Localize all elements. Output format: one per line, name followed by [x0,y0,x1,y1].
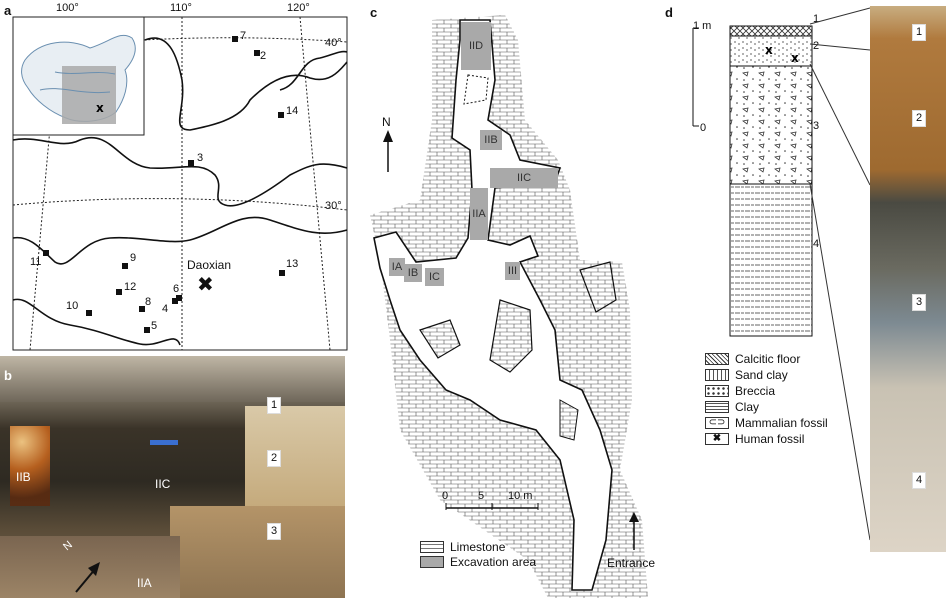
site-label: 12 [124,281,137,293]
site-marker [279,270,285,276]
site-label: 14 [286,105,299,117]
site-marker [139,306,145,312]
site-marker [254,50,260,56]
photo-layer-label: 2 [912,110,927,127]
excavation-area: IB [404,264,422,282]
human-fossil-icon: ✖ [705,433,729,445]
svg-text:x: x [765,43,773,57]
clay-swatch [705,401,729,413]
site-label: 7 [240,30,247,42]
site-marker [232,36,238,42]
latitude-label: 40° [325,37,342,49]
legend-item-human-fossil: ✖ Human fossil [705,432,804,446]
excavation-area: IIB [480,130,502,150]
photo-layer-label: 1 [267,397,282,414]
entrance-label: Entrance [607,556,656,570]
panel-label-a: a [4,3,12,18]
legend-item-limestone: Limestone [420,540,505,554]
layer-label: 4 [813,238,820,250]
site-marker [43,250,49,256]
site-label: 11 [30,256,42,268]
north-arrow-icon [383,130,393,172]
panel-label-c: c [370,5,378,20]
human-fossil-site-icon: ✖ [197,272,214,296]
north-arrow-icon [75,562,100,593]
panel-label-b: b [4,368,12,383]
site-label: 3 [197,152,204,164]
site-marker [86,310,92,316]
site-marker [176,295,182,301]
site-marker [144,327,150,333]
sand-clay-swatch [705,369,729,381]
scale-bar [445,503,539,510]
scale-column [692,27,699,127]
site-label: 4 [162,303,169,315]
section-photo [870,6,946,552]
panel-label-d: d [665,5,673,20]
svg-text:x: x [791,51,799,65]
site-label: 9 [130,252,137,264]
excavation-area: IIC [490,168,558,188]
scale-tick: 5 [478,490,485,502]
site-label: 8 [145,296,152,308]
longitude-label: 100° [56,2,79,14]
excavation-area: IC [425,268,444,286]
cave-plan [370,15,648,598]
photo-area-label: IIB [16,470,31,484]
legend-item-sand-clay: Sand clay [705,368,788,382]
site-label: 13 [286,258,299,270]
legend-item-mammalian-fossil: ⊂⊃ Mammalian fossil [705,416,828,430]
photo-layer-label: 1 [912,24,927,41]
legend-item-calcitic-floor: Calcitic floor [705,352,800,366]
layer-label: 2 [813,40,820,52]
longitude-label: 120° [287,2,310,14]
legend-item-clay: Clay [705,400,759,414]
site-label: 10 [66,300,79,312]
photo-layer-label: 3 [912,294,927,311]
stratigraphic-column: x x [729,25,813,337]
entrance-arrow-icon [629,512,639,550]
svg-text:x: x [96,101,104,115]
site-marker [122,263,128,269]
site-label: 6 [173,283,180,295]
latitude-label: 30° [325,200,342,212]
excavation-swatch [420,556,444,568]
legend-item-breccia: Breccia [705,384,775,398]
longitude-label: 110° [170,2,192,14]
place-name-label: Daoxian [187,258,232,272]
scale-tick: 10 m [508,490,533,502]
scale-bottom-label: 0 [700,122,707,134]
site-marker [172,298,178,304]
photo-layer-label: 3 [267,523,282,540]
excavation-area: IID [461,22,491,70]
calcitic-floor-swatch [705,353,729,365]
photo-area-label: IIC [155,477,171,491]
regional-map: x [12,16,348,351]
site-marker [188,160,194,166]
site-marker [116,289,122,295]
site-label: 5 [151,320,158,332]
north-label: N [382,115,391,129]
bone-icon: ⊂⊃ [705,417,729,429]
excavation-area: IA [389,258,405,276]
photo-layer-label: 2 [267,450,282,467]
site-label: 2 [260,50,267,62]
scale-top-label: 1 m [693,20,712,32]
limestone-swatch [420,541,444,553]
breccia-swatch [705,385,729,397]
legend-item-excavation: Excavation area [420,555,536,569]
correlation-lines [809,7,871,541]
excavation-area: IIA [470,188,488,240]
excavation-area: III [505,262,520,280]
photo-area-label: IIA [137,576,152,590]
photo-layer-label: 4 [912,472,927,489]
layer-label: 1 [813,13,820,25]
scale-tick: 0 [442,490,449,502]
cave-photo [0,356,345,598]
site-marker [278,112,284,118]
layer-label: 3 [813,120,820,132]
